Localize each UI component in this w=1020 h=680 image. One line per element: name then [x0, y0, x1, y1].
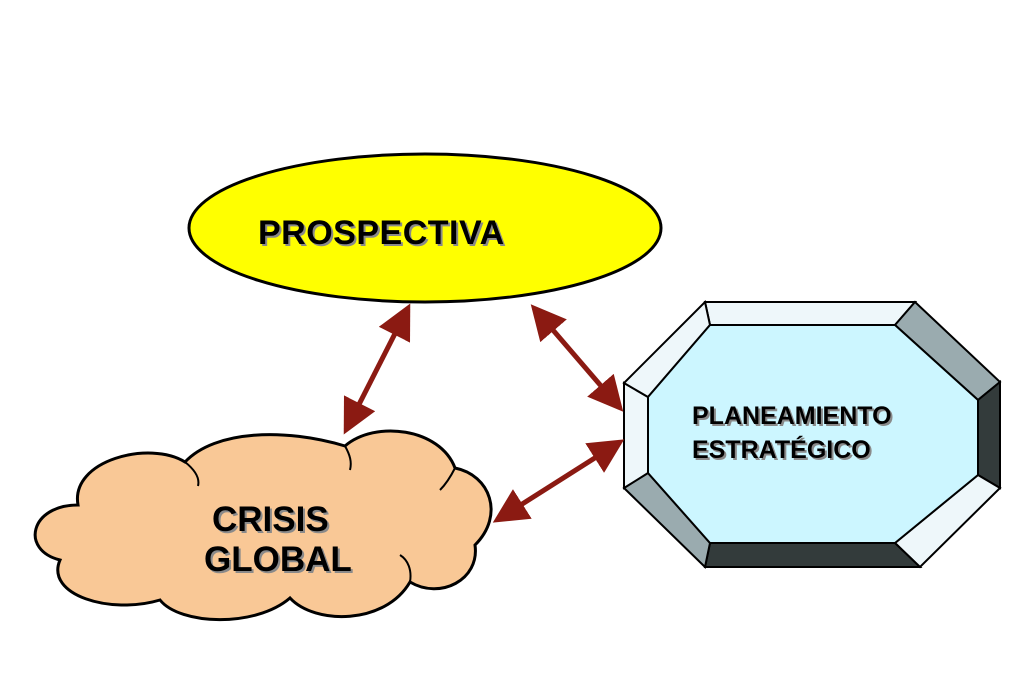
crisis-global-label-line-1: CRISIS — [212, 500, 329, 539]
planeamiento-label-line-2: ESTRATÉGICO — [692, 436, 871, 464]
bevel-right — [977, 379, 1001, 490]
bevel-top — [703, 301, 918, 326]
crisis-global-label-line-2: GLOBAL — [204, 540, 352, 579]
planeamiento-label-line-1: PLANEAMIENTO — [692, 402, 892, 430]
arrow-prospectiva-crisis — [343, 303, 411, 435]
prospectiva-ellipse — [187, 152, 663, 304]
planeamiento-octagon — [622, 299, 1002, 569]
prospectiva-label: PROSPECTIVA — [258, 214, 505, 252]
octagon-face — [647, 324, 979, 544]
bevel-left — [623, 381, 649, 490]
arrow-crisis-planeamiento — [492, 439, 625, 523]
crisis-global-cloud — [33, 429, 493, 622]
arrow-prospectiva-planeamiento — [530, 304, 624, 412]
cloud-inner-curve — [184, 445, 456, 583]
bevel-bottom — [703, 542, 923, 568]
